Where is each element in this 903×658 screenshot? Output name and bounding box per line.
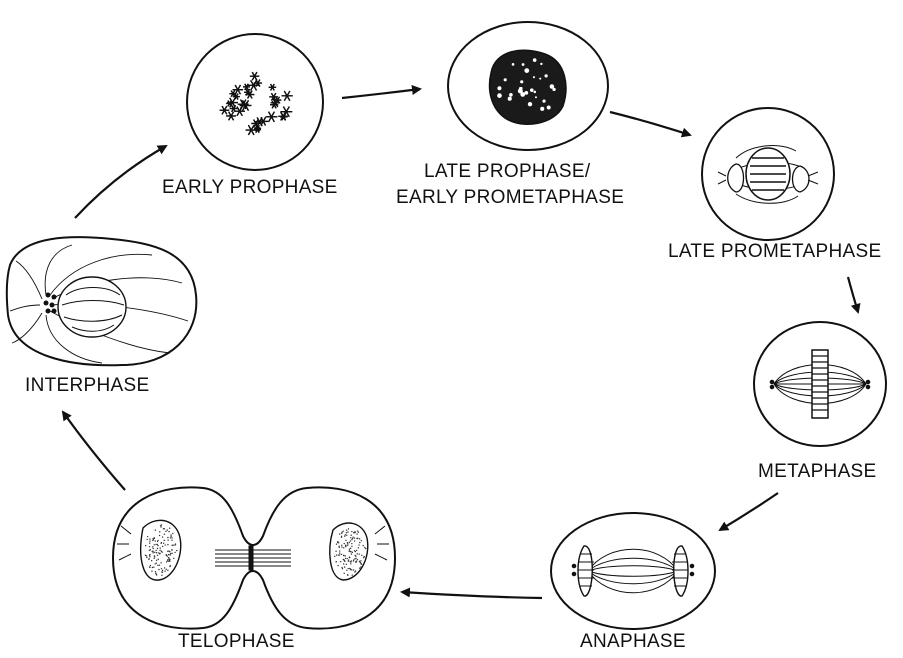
arrow-metaphase-to-anaphase [720, 493, 778, 530]
arrow-late-prometaphase-to-metaphase [848, 277, 858, 312]
arrow-early-to-late-prophase [342, 89, 420, 98]
label-telophase: TELOPHASE [178, 630, 295, 654]
label-interphase: INTERPHASE [25, 374, 149, 398]
anaphase-cell [548, 508, 718, 634]
label-late-prometaphase: LATE PROMETAPHASE [668, 240, 881, 264]
late-prometaphase-cell [696, 106, 841, 246]
label-late-prophase-line1: LATE PROPHASE/ [424, 160, 590, 184]
arrow-interphase-to-early-prophase [75, 146, 166, 218]
metaphase-cell [750, 318, 890, 454]
label-metaphase: METAPHASE [758, 460, 876, 484]
arrow-late-prophase-to-late-prometaphase [610, 112, 690, 135]
early-prophase-cell [180, 30, 330, 180]
label-anaphase: ANAPHASE [580, 630, 686, 654]
interphase-cell [2, 225, 200, 375]
label-late-prophase-line2: EARLY PROMETAPHASE [396, 186, 624, 210]
late-prophase-cell [443, 18, 613, 158]
label-early-prophase: EARLY PROPHASE [162, 176, 338, 200]
arrow-anaphase-to-telophase [402, 592, 542, 598]
telophase-cell [103, 478, 403, 638]
